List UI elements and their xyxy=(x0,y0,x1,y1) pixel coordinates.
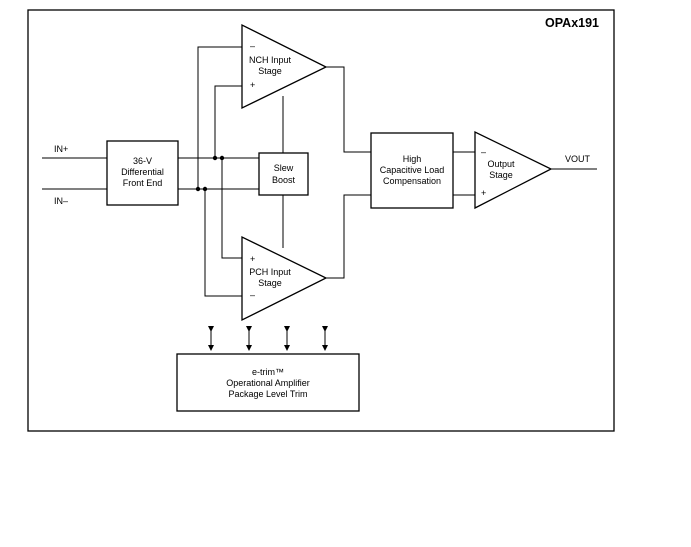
output-label-line-2: Stage xyxy=(489,170,513,180)
label-vout: VOUT xyxy=(565,154,591,164)
junction-dots xyxy=(195,155,225,192)
front-end-block xyxy=(106,140,179,206)
compensation-block xyxy=(370,132,454,209)
nch-label-line-2: Stage xyxy=(258,66,282,76)
pch-label-line-1: PCH Input xyxy=(249,267,291,277)
pch-plus-sign: + xyxy=(250,254,255,264)
slew-boost-block xyxy=(258,152,309,196)
etrim-block xyxy=(176,353,360,412)
front-end-line-1: 36-V xyxy=(133,156,152,166)
output-label-line-1: Output xyxy=(487,159,515,169)
trim-arrows xyxy=(208,326,328,351)
pch-input-stage xyxy=(241,235,328,322)
pch-minus-sign: – xyxy=(250,290,255,300)
etrim-line-3: Package Level Trim xyxy=(228,389,307,399)
label-in-minus: IN– xyxy=(54,196,68,206)
compensation-line-1: High xyxy=(403,154,422,164)
compensation-line-3: Compensation xyxy=(383,176,441,186)
wires xyxy=(42,46,597,297)
etrim-line-2: Operational Amplifier xyxy=(226,378,310,388)
nch-input-stage xyxy=(241,23,328,110)
nch-minus-sign: – xyxy=(250,41,255,51)
nch-label-line-1: NCH Input xyxy=(249,55,292,65)
output-plus-sign: + xyxy=(481,188,486,198)
diagram-border xyxy=(27,9,615,432)
output-minus-sign: – xyxy=(481,147,486,157)
slew-boost-line-2: Boost xyxy=(272,175,296,185)
front-end-line-3: Front End xyxy=(123,178,163,188)
slew-boost-line-1: Slew xyxy=(274,163,294,173)
etrim-line-1: e-trim™ xyxy=(252,367,284,377)
label-in-plus: IN+ xyxy=(54,144,68,154)
nch-plus-sign: + xyxy=(250,80,255,90)
pch-label-line-2: Stage xyxy=(258,278,282,288)
compensation-line-2: Capacitive Load xyxy=(380,165,445,175)
diagram-title: OPAx191 xyxy=(545,16,599,30)
front-end-line-2: Differential xyxy=(121,167,164,177)
output-stage xyxy=(474,130,553,210)
